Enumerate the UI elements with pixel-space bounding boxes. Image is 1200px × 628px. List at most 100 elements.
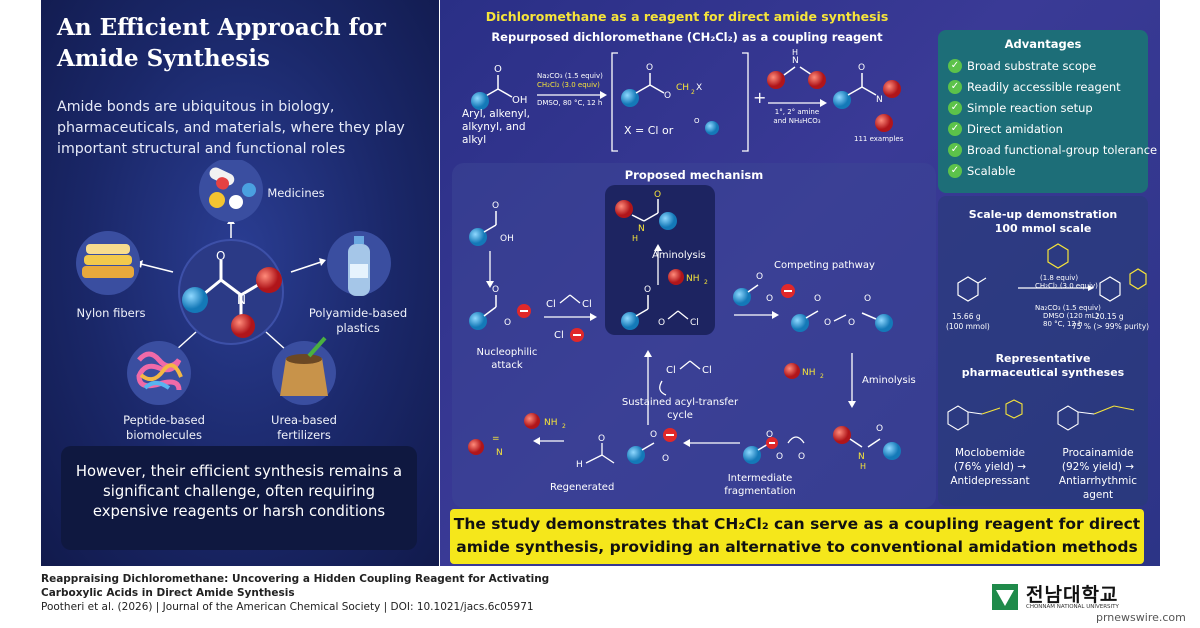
pharma-title: Representative pharmaceutical syntheses [961,352,1125,379]
svg-text:NH: NH [686,274,700,284]
check-icon: ✓ [948,59,962,73]
svg-text:O: O [776,452,783,462]
peptide-icon [127,341,191,405]
start-amount: 15.66 g [952,312,981,321]
svg-text:CH: CH [676,83,689,93]
svg-text:O: O [494,64,502,75]
drug-moclobemide: Moclobemide (76% yield) → Antidepressant [950,447,1030,487]
svg-text:N: N [876,95,883,105]
advantage-item: ✓Simple reaction setup [948,101,1093,115]
product-amount: 20.15 g [1095,312,1124,321]
svg-text:O: O [216,249,225,263]
svg-text:Cl: Cl [582,299,592,310]
aminolysis-right-label: Aminolysis [862,375,916,386]
aminolysis-top-label: Aminolysis [652,250,706,261]
svg-text:2: 2 [691,89,695,96]
acid-types: Aryl, alkenyl, alkynyl, and alkyl [462,108,530,146]
svg-text:OH: OH [500,234,514,244]
synthesis-title: Dichloromethane as a reagent for direct … [485,9,889,24]
advantage-item: ✓Readily accessible reagent [948,80,1121,94]
svg-text:H: H [792,48,798,57]
mechanism-title: Proposed mechanism [624,168,764,182]
advantage-item: ✓Direct amidation [948,122,1063,136]
footer: Reappraising Dichloromethane: Uncovering… [41,572,941,614]
svg-text:2: 2 [704,279,708,286]
svg-text:N: N [496,448,503,458]
citation: Pootheri et al. (2026) | Journal of the … [41,601,534,613]
svg-text:O: O [766,430,773,440]
app-label-peptide: Peptide-based biomolecules [123,413,205,442]
condition-2: CH₂Cl₂ (3.0 equiv) [537,81,600,89]
left-panel: An Efficient Approach for Amide Synthesi… [41,0,439,566]
app-label-urea: Urea-based fertilizers [271,413,337,442]
svg-text:O: O [756,272,763,282]
start-mmol: (100 mmol) [946,322,990,331]
logo-english: CHONNAM NATIONAL UNIVERSITY [1026,604,1119,610]
fertilizer-icon [272,336,336,405]
watermark: prnewswire.com [1096,611,1186,624]
red-atom [231,314,255,338]
svg-text:O: O [814,294,821,304]
pharma-structures [947,399,1135,431]
plus-sign: + [753,88,766,107]
mechanism-diagram: O OH O O Cl Cl Cl O N H NH 2 [468,190,901,471]
svg-text:O: O [646,63,653,73]
svg-text:Cl: Cl [546,299,556,310]
advantages-panel [938,30,1148,193]
svg-text:O: O [492,201,499,211]
challenge-box: However, their efficient synthesis remai… [61,446,417,550]
conclusion-banner: The study demonstrates that CH₂Cl₂ can s… [450,509,1144,564]
applications-diagram: O N [76,160,391,405]
app-label-polyamide: Polyamide-based plastics [308,306,408,335]
scale-reagent-1: (1.8 equiv) [1040,274,1079,282]
svg-text:2: 2 [562,423,566,430]
regenerated-label: Regenerated [550,482,615,493]
examples-count: 111 examples [854,135,904,143]
nucleophilic-attack-label: Nucleophilic attack [476,347,538,371]
scale-scheme [957,243,1147,302]
svg-text:Cl: Cl [554,330,564,341]
advantages-title: Advantages [1004,37,1082,51]
condition-1: Na₂CO₃ (1.5 equiv) [537,72,603,80]
svg-text:O: O [654,190,661,200]
app-label-nylon: Nylon fibers [76,306,146,320]
scale-reagent-5: 80 °C, 12 h [1043,320,1083,328]
svg-text:X: X [696,83,702,93]
svg-text:NH: NH [544,418,558,428]
scale-subtitle: 100 mmol scale [994,222,1092,235]
svg-text:O: O [650,430,657,440]
svg-text:O: O [598,434,605,444]
svg-text:O: O [824,318,831,328]
plastic-bottle-icon [327,231,391,296]
check-icon: ✓ [948,164,962,178]
x-definition: X = Cl or [624,124,674,137]
svg-text:O: O [864,294,871,304]
svg-text:O: O [492,285,499,295]
advantage-item: ✓Broad functional-group tolerance [948,143,1157,157]
paper-title-line-2: Carboxylic Acids in Direct Amide Synthes… [41,587,295,599]
svg-text:O: O [694,117,700,125]
svg-text:O: O [798,452,805,462]
scale-reagent-4: DMSO (120 mL) [1043,312,1099,320]
svg-text:O: O [644,285,651,295]
intermediate-fragmentation-label: Intermediate fragmentation [724,473,796,497]
svg-text:N: N [858,452,865,462]
sustained-cycle-label: Sustained acyl-transfer cycle [621,397,739,421]
check-icon: ✓ [948,122,962,136]
svg-text:N: N [638,224,645,234]
svg-text:=: = [492,434,500,444]
svg-text:NH: NH [802,368,816,378]
advantage-item: ✓Broad substrate scope [948,59,1096,73]
university-logo: 전남대학교 CHONNAM NATIONAL UNIVERSITY [990,582,1190,612]
svg-text:O: O [658,318,665,328]
svg-text:O: O [504,318,511,328]
app-label-medicines: Medicines [267,186,325,200]
logo-korean: 전남대학교 [1026,584,1119,606]
check-icon: ✓ [948,80,962,94]
svg-text:O: O [876,424,883,434]
carbon-atom [182,287,208,313]
paper-title-line-1: Reappraising Dichloromethane: Uncovering… [41,573,550,585]
condition-3: DMSO, 80 °C, 12 h [537,99,603,107]
scale-reagent-2: CH₂Cl₂ (3.0 equiv) [1035,282,1098,290]
panel-title: An Efficient Approach for Amide Synthesi… [57,14,386,72]
